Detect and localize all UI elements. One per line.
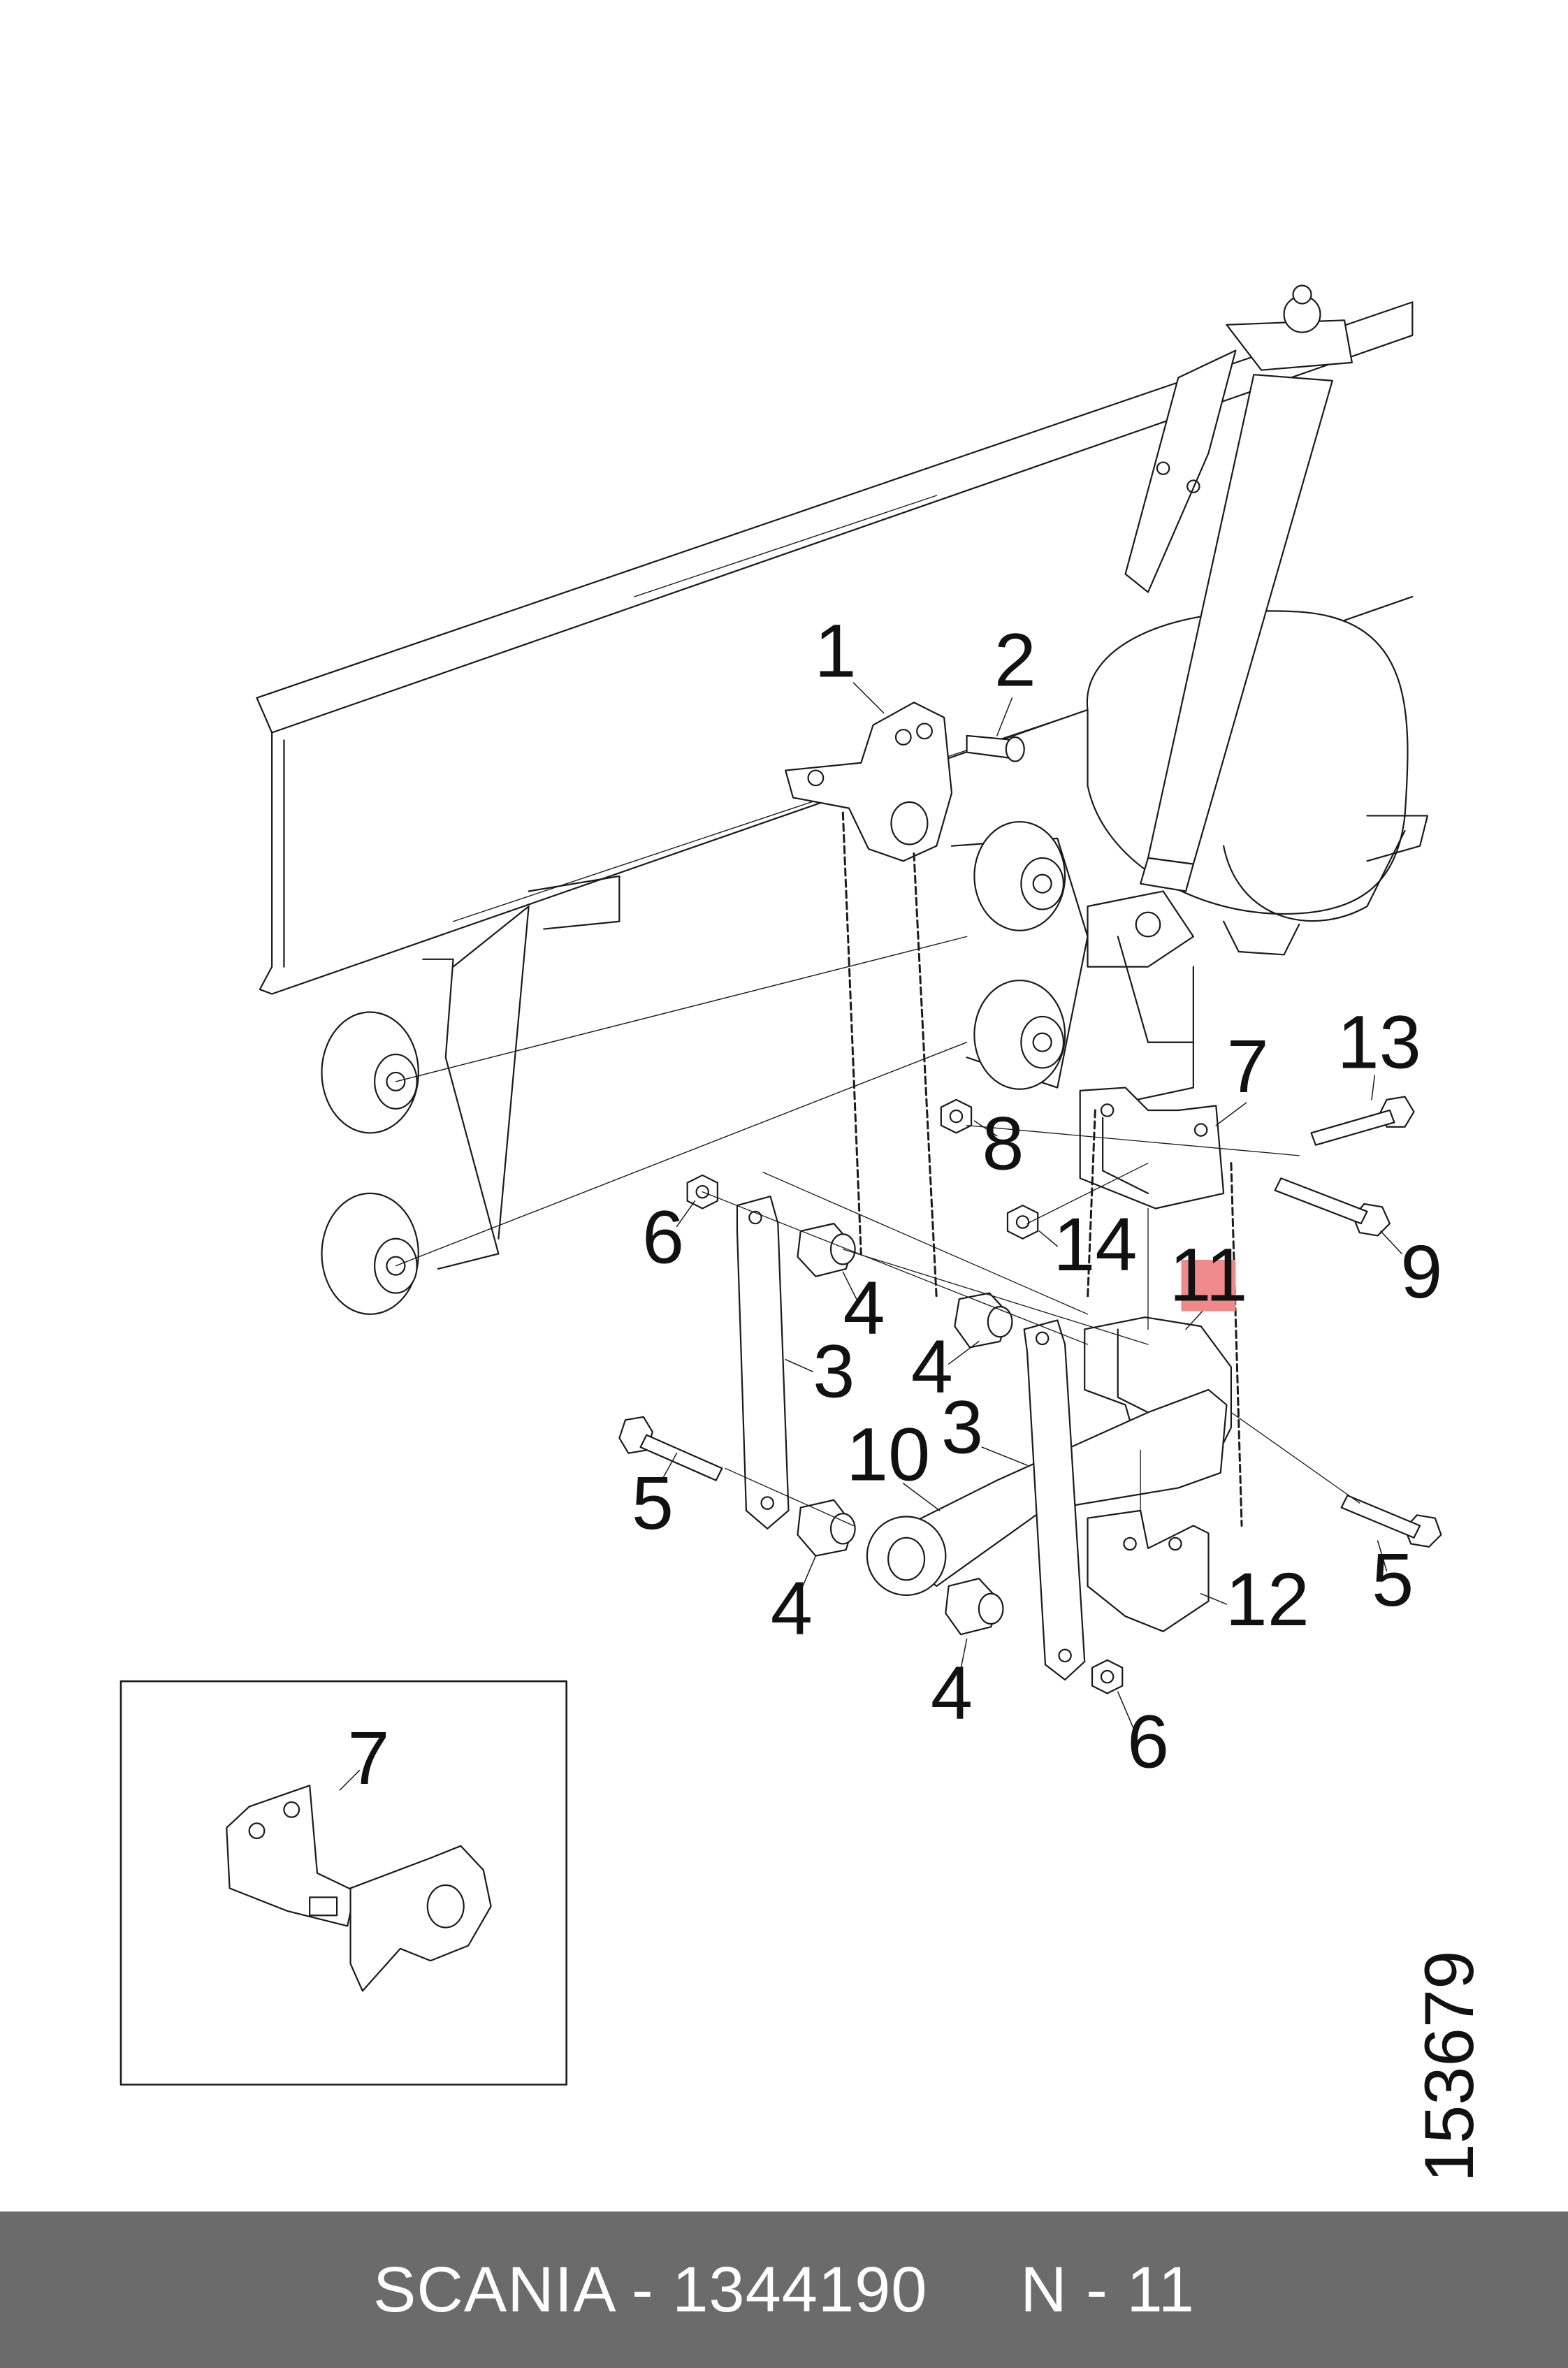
- part-number: 1344190: [672, 2253, 928, 2325]
- bolt-item-2: [967, 736, 1024, 762]
- clamp-item-12: [1088, 1511, 1209, 1632]
- frame-rail: [257, 302, 1413, 994]
- inset-detail-box: [121, 1681, 567, 2084]
- front-hanger: [321, 876, 966, 1314]
- part-label-6-top: 6: [642, 1194, 684, 1279]
- part-label-10: 10: [846, 1412, 930, 1497]
- position-separator: -: [1086, 2253, 1108, 2325]
- part-label-1: 1: [814, 609, 856, 693]
- leader-lines: [662, 683, 1402, 1734]
- part-label-5-left: 5: [632, 1460, 674, 1545]
- part-label-6-bottom: 6: [1127, 1699, 1169, 1783]
- rear-bushings: [952, 822, 1193, 1110]
- drawing-number: 153679: [1411, 1951, 1488, 2183]
- link-item-3-right: [1024, 1320, 1084, 1680]
- part-label-5-right: 5: [1372, 1537, 1414, 1622]
- part-label-14: 14: [1053, 1202, 1137, 1286]
- part-label-3-left: 3: [813, 1329, 855, 1414]
- position-prefix: N: [1020, 2253, 1068, 2325]
- part-label-7-inset: 7: [347, 1715, 389, 1800]
- brand-name: SCANIA: [373, 2253, 614, 2325]
- part-label-13: 13: [1337, 999, 1421, 1084]
- bolts-items-5-9-13: [619, 1097, 1441, 1547]
- part-label-9: 9: [1400, 1229, 1442, 1314]
- footer-bar: SCANIA - 1344190 N - 11: [0, 2211, 1568, 2368]
- part-label-3-right: 3: [941, 1385, 983, 1469]
- link-item-3-left: [737, 1196, 789, 1529]
- shock-absorber: [1126, 286, 1352, 892]
- bracket-item-1: [785, 702, 952, 861]
- part-label-4-a: 4: [843, 1265, 885, 1350]
- part-label-12: 12: [1226, 1557, 1309, 1641]
- title-separator: -: [632, 2253, 654, 2325]
- part-label-2: 2: [994, 618, 1036, 702]
- part-label-7: 7: [1227, 1024, 1269, 1108]
- rubber-bush-item-4: [797, 1223, 1012, 1634]
- thin-assembly-lines: [702, 1126, 1359, 1526]
- position-number: 11: [1126, 2253, 1195, 2325]
- part-label-11: 11: [1169, 1232, 1247, 1316]
- clamp-bracket-item-7: [1080, 1088, 1224, 1209]
- highlight-marker: [1181, 1260, 1236, 1312]
- footer-title: SCANIA - 1344190 N - 11: [373, 2253, 1195, 2327]
- part-label-4-d: 4: [931, 1650, 973, 1735]
- part-label-4-c: 4: [771, 1566, 813, 1650]
- assembly-lines: [843, 813, 1242, 1525]
- part-label-8: 8: [982, 1101, 1024, 1185]
- part-label-4-b: 4: [911, 1324, 953, 1409]
- parts-diagram: 1 2 3 3 4 4 4 4 5 5 6 6 7 7 8 9 10 11 12…: [119, 284, 1488, 2183]
